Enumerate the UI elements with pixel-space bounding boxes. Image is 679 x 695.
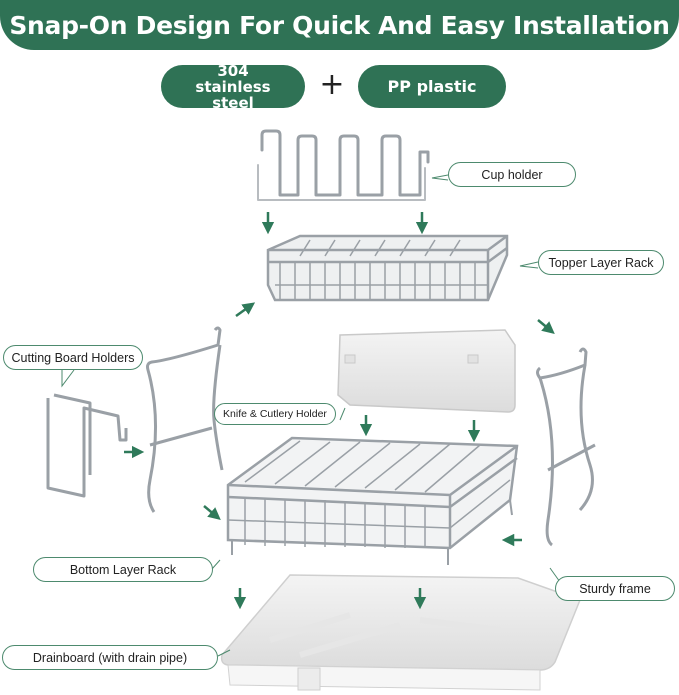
callout-cup-holder-label: Cup holder — [481, 167, 543, 182]
drainboard-part — [220, 574, 581, 691]
callout-drainboard-label: Drainboard (with drain pipe) — [32, 650, 188, 665]
cutting-board-holder-small — [46, 393, 128, 498]
cup-holder-part — [257, 129, 430, 201]
topper-rack-part — [266, 234, 509, 302]
callout-cup-holder: Cup holder — [448, 162, 576, 187]
callout-bottom-layer-rack-label: Bottom Layer Rack — [69, 562, 177, 577]
header-banner: Snap-On Design For Quick And Easy Instal… — [0, 0, 679, 50]
callout-bottom-layer-rack: Bottom Layer Rack — [33, 557, 213, 582]
material-steel-pill: 304 stainless steel — [161, 61, 305, 112]
callout-topper-layer-rack-label: Topper Layer Rack — [548, 255, 654, 270]
callout-knife-cutlery-holder-label: Knife & Cutlery Holder — [223, 408, 327, 420]
bottom-rack-part — [226, 436, 519, 565]
callout-cutting-board-holders-label: Cutting Board Holders — [11, 350, 135, 365]
material-plastic-pill: PP plastic — [358, 65, 506, 108]
sturdy-frame-part — [536, 347, 596, 547]
callout-drainboard: Drainboard (with drain pipe) — [2, 645, 218, 670]
knife-cutlery-holder-part — [337, 329, 516, 413]
callout-knife-cutlery-holder: Knife & Cutlery Holder — [214, 403, 336, 425]
callout-cutting-board-holders: Cutting Board Holders — [3, 345, 143, 370]
callout-sturdy-frame-label: Sturdy frame — [579, 581, 651, 596]
callout-topper-layer-rack: Topper Layer Rack — [538, 250, 664, 275]
plus-sign: + — [319, 67, 345, 102]
material-steel-label: 304 stainless steel — [195, 61, 271, 112]
header-title: Snap-On Design For Quick And Easy Instal… — [9, 10, 670, 40]
cutting-board-holder-frame — [146, 326, 224, 513]
assembly-arrows — [124, 212, 555, 610]
callout-leaders — [61, 174, 561, 657]
callout-sturdy-frame: Sturdy frame — [555, 576, 675, 601]
material-plastic-label: PP plastic — [387, 76, 477, 96]
